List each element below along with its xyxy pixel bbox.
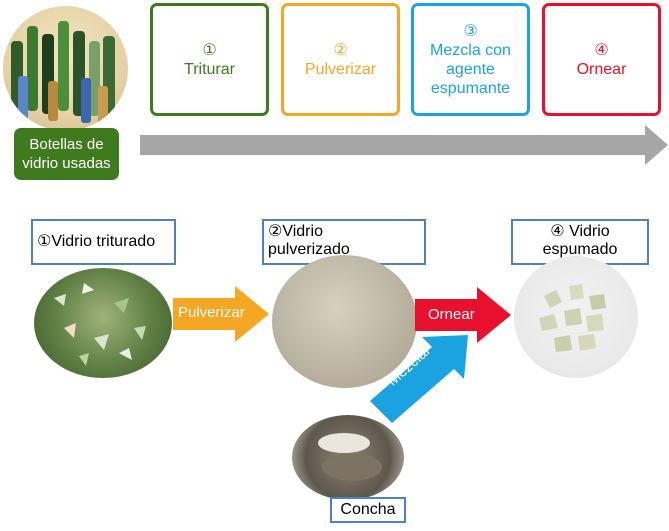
bake-arrow-label: Ornear [428,306,475,323]
process-arrow [140,125,668,165]
step-4-bake: ④ Ornear [542,3,661,116]
used-bottles-label: Botellas de vidrio usadas [14,128,119,180]
step-number: ① [202,41,217,59]
pulverize-arrow [173,286,269,342]
powder-glass-image [272,255,417,388]
step-label: Pulverizar [304,60,377,78]
step-label: Ornear [576,60,627,78]
pulverize-arrow-label: Pulverizar [178,304,245,321]
mix-arrow [370,335,468,423]
step-1-crush: ① Triturar [150,3,269,116]
step-number: ④ [594,41,609,59]
shell-label: Concha [330,497,406,523]
foamed-glass-image [514,256,638,378]
step-number: ③ [463,22,478,40]
step-3-mix: ③ Mezcla con agente espumante [411,3,530,116]
bake-arrow [415,287,511,343]
crushed-glass-image [34,268,172,378]
step-number: ② [333,41,348,59]
step-2-pulverize: ② Pulverizar [281,3,400,116]
step-label: Triturar [184,60,235,78]
shell-image [292,415,404,500]
crushed-glass-label: ①Vidrio triturado [31,219,176,265]
used-bottles-image [3,6,128,131]
step-label: Mezcla con agente espumante [430,41,511,97]
